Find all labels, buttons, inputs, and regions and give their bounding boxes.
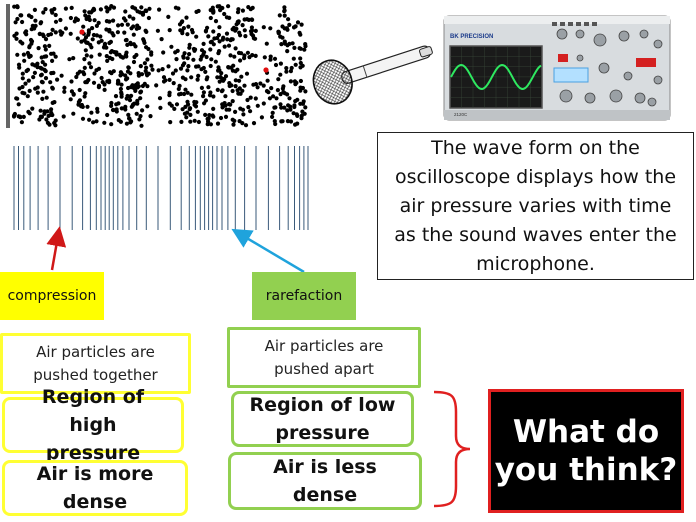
air-particles-diagram xyxy=(6,4,308,128)
scope-brand: BK PRECISION xyxy=(450,34,493,40)
compression-particles-text: Air particles are pushed together xyxy=(33,342,158,384)
less-dense-text: Air is less dense xyxy=(273,456,377,506)
more-dense-text: Air is more dense xyxy=(36,463,154,513)
low-pressure-box: Region of low pressure xyxy=(231,391,414,447)
rarefaction-label-text: rarefaction xyxy=(265,288,343,304)
more-dense-box: Air is more dense xyxy=(2,460,188,516)
rarefaction-particles-box: Air particles are pushed apart xyxy=(227,327,421,388)
microphone-icon xyxy=(312,45,433,105)
high-pressure-box: Region of high pressure xyxy=(2,386,184,464)
high-pressure-text: Region of high pressure xyxy=(41,386,145,464)
rarefaction-label: rarefaction xyxy=(252,272,356,320)
explanation-text: The wave form on the oscilloscope displa… xyxy=(394,136,677,275)
oscilloscope-image: BK PRECISION 2120C xyxy=(443,15,671,121)
explanation-box: The wave form on the oscilloscope displa… xyxy=(377,132,694,280)
pointer-arrows xyxy=(46,226,305,272)
low-pressure-text: Region of low pressure xyxy=(249,394,396,444)
what-do-you-think-box: What do you think? xyxy=(488,389,684,513)
less-dense-box: Air is less dense xyxy=(228,452,422,510)
compression-label: compression xyxy=(0,272,104,320)
compression-label-text: compression xyxy=(7,288,97,304)
compression-arrow xyxy=(46,226,67,271)
scope-model: 2120C xyxy=(454,112,468,117)
compression-rarefaction-lines xyxy=(13,146,309,230)
curly-brace xyxy=(433,390,471,508)
what-do-you-think-text: What do you think? xyxy=(494,414,678,488)
compression-particles-box: Air particles are pushed together xyxy=(0,333,191,394)
rarefaction-particles-text: Air particles are pushed apart xyxy=(264,336,384,378)
rarefaction-arrow xyxy=(231,228,305,272)
